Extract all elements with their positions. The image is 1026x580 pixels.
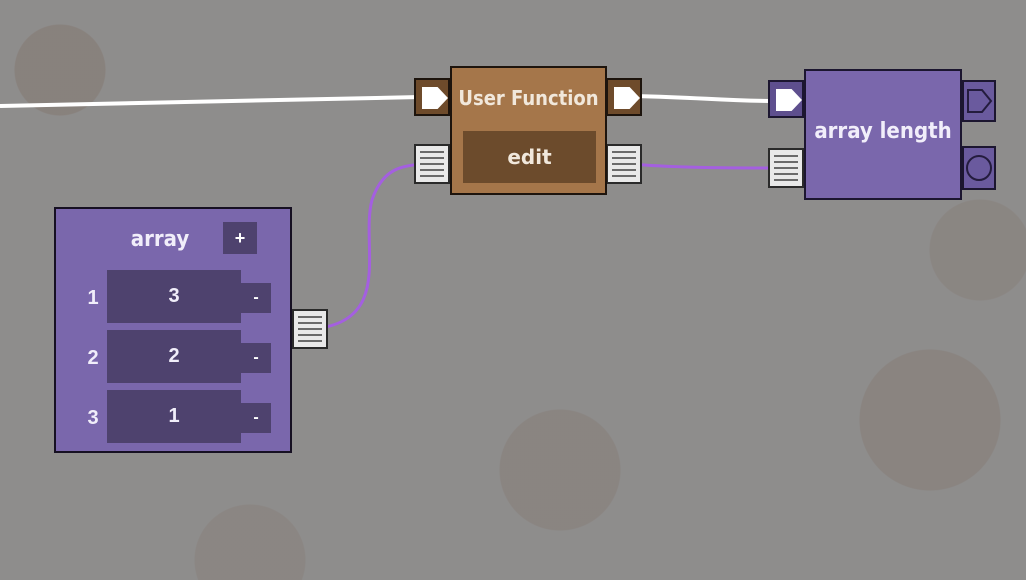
array-length-data-out-port[interactable]: [962, 146, 996, 190]
array-item-index: 2: [87, 347, 99, 369]
user-function-data-out-port[interactable]: [606, 144, 642, 184]
array-item-value-field[interactable]: 2: [107, 330, 241, 383]
play-arrow-icon: [422, 87, 448, 109]
data-wire-user-function-to-array-length[interactable]: [629, 162, 781, 170]
array-item-value-field[interactable]: 3: [107, 270, 241, 323]
add-item-button[interactable]: +: [223, 222, 257, 254]
exec-wire-incoming[interactable]: [0, 95, 421, 108]
user-function-data-in-port[interactable]: [414, 144, 450, 184]
remove-item-button[interactable]: -: [241, 403, 271, 433]
array-length-data-in-port[interactable]: [768, 148, 804, 188]
remove-item-button[interactable]: -: [241, 343, 271, 373]
array-length-exec-in-port[interactable]: [768, 80, 804, 118]
array-length-title: array length: [814, 119, 952, 144]
array-length-exec-out-port[interactable]: [962, 80, 996, 122]
array-node[interactable]: array + 1 3 - 2 2 - 3 1 -: [54, 207, 292, 453]
array-length-node[interactable]: array length: [804, 69, 962, 200]
array-item-index: 1: [87, 287, 99, 309]
user-function-title: User Function: [458, 86, 599, 110]
user-function-node[interactable]: User Function edit: [450, 66, 607, 195]
play-arrow-icon: [614, 87, 640, 109]
list-lines-icon: [774, 155, 798, 181]
play-arrow-icon: [776, 89, 802, 111]
triangle-outline-icon: [967, 89, 993, 113]
exec-wire-user-function-to-array-length[interactable]: [629, 94, 779, 103]
array-item-value-field[interactable]: 1: [107, 390, 241, 443]
list-lines-icon: [612, 151, 636, 177]
user-function-edit-button[interactable]: edit: [463, 131, 596, 183]
user-function-exec-out-port[interactable]: [606, 78, 642, 116]
circle-outline-icon: [966, 155, 992, 181]
array-title: array: [130, 227, 190, 252]
remove-item-button[interactable]: -: [241, 283, 271, 313]
data-wire-array-to-user-function[interactable]: [311, 162, 431, 331]
list-lines-icon: [298, 316, 322, 342]
list-lines-icon: [420, 151, 444, 177]
user-function-exec-in-port[interactable]: [414, 78, 450, 116]
array-data-out-port[interactable]: [292, 309, 328, 349]
array-item-index: 3: [87, 407, 99, 429]
